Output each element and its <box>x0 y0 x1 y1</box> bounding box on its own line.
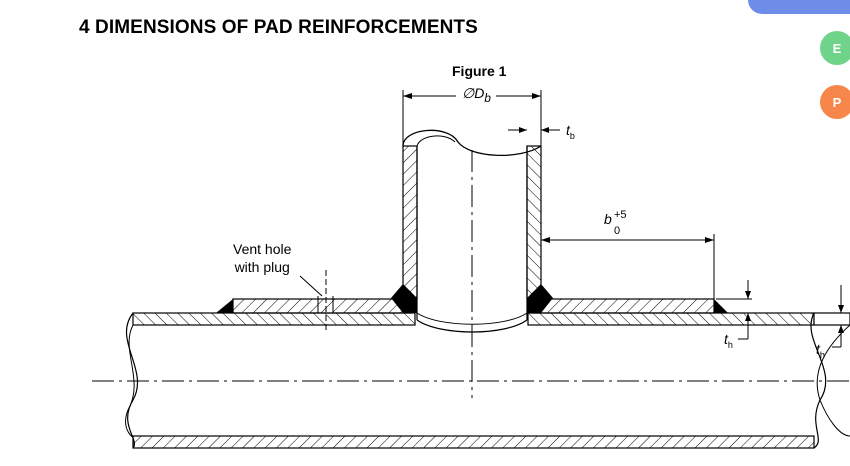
branch-right-wall <box>526 145 542 299</box>
branch-thickness-subscript: b <box>569 130 575 141</box>
branch-thickness-label: tb <box>566 121 575 145</box>
diameter-symbol: ∅D <box>462 85 485 101</box>
branch-top-edge <box>402 129 542 156</box>
p-icon[interactable]: P <box>820 85 850 119</box>
pad-width-label: b +5 0 <box>604 209 627 237</box>
header-thickness-label: th <box>816 340 825 364</box>
branch-thickness-symbol: t <box>566 122 570 138</box>
pad-left <box>216 298 412 314</box>
pad-width-tol-upper: +5 <box>614 209 627 221</box>
header-thickness-subscript: h <box>819 349 825 360</box>
header-thickness-symbol: t <box>816 341 820 357</box>
vent-hole-label: Vent hole with plug <box>233 240 291 276</box>
diameter-subscript: b <box>484 91 491 105</box>
header-top-wall <box>132 312 815 326</box>
e-button-label: E <box>832 40 842 56</box>
header-left-break <box>126 312 139 449</box>
vent-hole-line2: with plug <box>234 259 290 275</box>
pad-right <box>531 298 728 314</box>
section-heading: 4 DIMENSIONS OF PAD REINFORCEMENTS <box>79 17 478 38</box>
branch-left-wall <box>402 145 418 299</box>
weld-left <box>391 284 417 313</box>
p-button-label: P <box>832 94 842 110</box>
top-toolbar-pill[interactable] <box>748 0 850 14</box>
diameter-label: ∅Db <box>462 84 491 108</box>
pad-thickness-label: th <box>724 330 733 354</box>
pad-width-tol-lower: 0 <box>614 225 621 237</box>
weld-right <box>527 284 553 313</box>
e-icon[interactable]: E <box>820 31 850 65</box>
pad-thickness-symbol: t <box>724 331 728 347</box>
pad-thickness-subscript: h <box>727 339 733 350</box>
header-bottom-wall <box>132 435 815 449</box>
figure-title: Figure 1 <box>452 63 507 79</box>
vent-hole-line1: Vent hole <box>233 241 292 257</box>
pad-width-symbol: b <box>604 211 612 227</box>
